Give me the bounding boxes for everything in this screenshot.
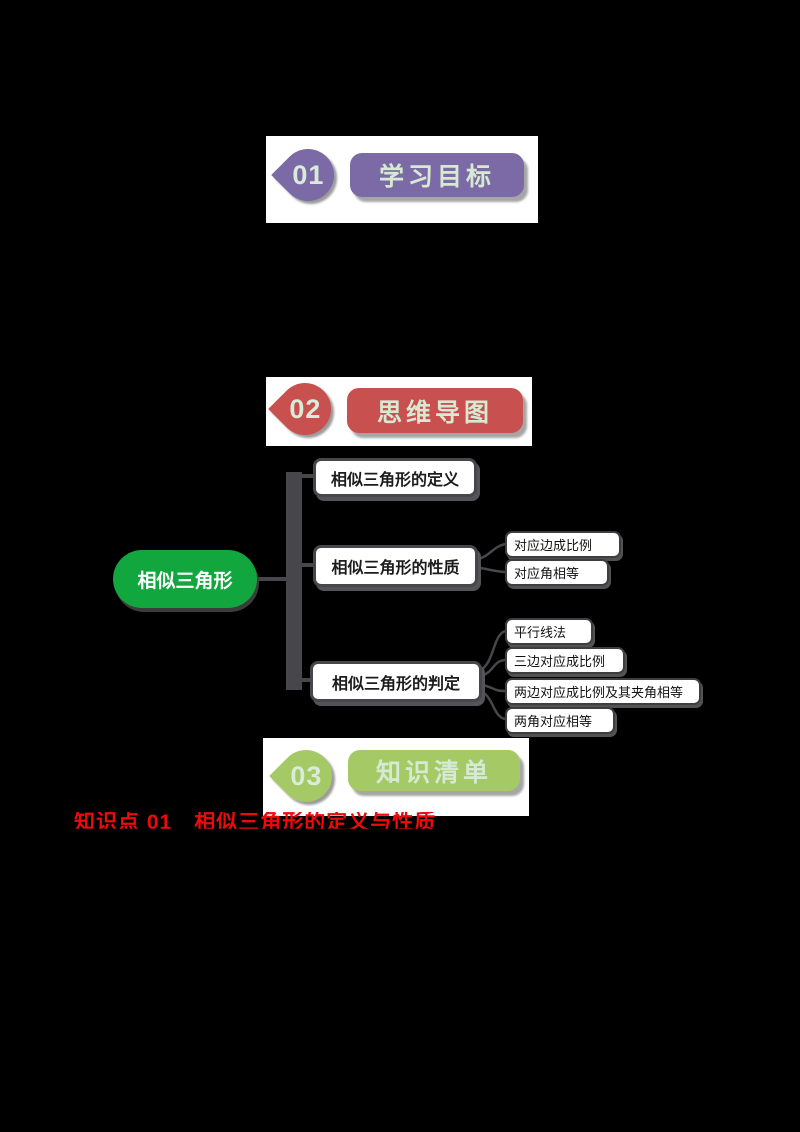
mindmap-root-node: 相似三角形 [113,550,257,608]
mindmap-root-label: 相似三角形 [137,570,233,592]
branch-label: 相似三角形的定义 [330,471,459,489]
mindmap-branch-definition: 相似三角形的定义 [313,458,477,497]
mindmap-leaf-two-angles-equal: 两角对应相等 [505,707,615,734]
leaf-label: 三边对应成比例 [514,654,606,669]
section-01-title-label: 学习目标 [378,163,495,191]
section-02-title-label: 思维导图 [376,398,493,427]
section-03-title: 知识清单 [348,750,520,791]
leaf-label: 两边对应成比例及其夹角相等 [514,685,684,700]
leaf-label: 两角对应相等 [514,714,593,729]
section-03-title-label: 知识清单 [375,758,492,787]
leaf-label: 对应角相等 [514,566,580,581]
mindmap-leaf-equal-angles: 对应角相等 [505,559,609,586]
mindmap-leaf-parallel-line-method: 平行线法 [505,618,593,645]
mindmap-branch-judgment: 相似三角形的判定 [310,661,482,702]
mindmap-leaf-three-sides-proportional: 三边对应成比例 [505,647,625,674]
leaf-label: 对应边成比例 [514,538,593,553]
leaf-label: 平行线法 [514,625,567,640]
mindmap-leaf-proportional-sides: 对应边成比例 [505,531,621,558]
branch-label: 相似三角形的判定 [331,675,460,693]
branch-label: 相似三角形的性质 [331,560,460,577]
mindmap-branch-properties: 相似三角形的性质 [313,545,478,587]
mindmap-leaf-two-sides-included-angle: 两边对应成比例及其夹角相等 [505,678,701,705]
section-03-number-badge: 03 [269,739,343,813]
section-02-title: 思维导图 [347,388,523,433]
section-03-number: 03 [289,760,323,791]
teardrop-shape: 03 [269,739,343,813]
knowledge-point-heading: 知识点 01 相似三角形的定义与性质 [74,811,437,834]
section-01-title: 学习目标 [350,153,524,197]
